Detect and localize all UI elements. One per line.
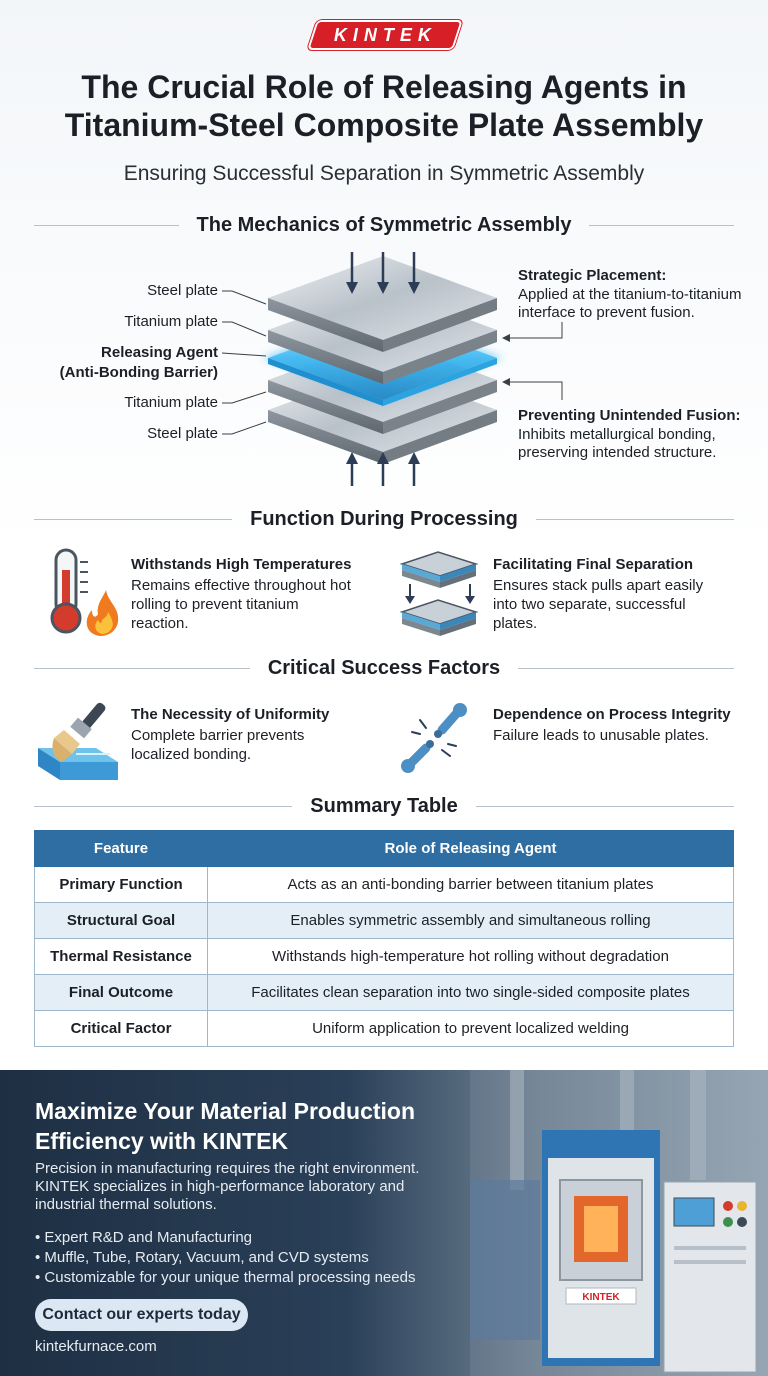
feature-uniformity: The Necessity of Uniformity Complete bar… <box>131 706 330 763</box>
summary-table: Feature Role of Releasing Agent Primary … <box>34 830 734 1047</box>
contact-experts-button[interactable]: Contact our experts today <box>35 1299 248 1331</box>
page-subtitle: Ensuring Successful Separation in Symmet… <box>123 162 645 185</box>
plate-stack-diagram: Steel plate Titanium plate Releasing Age… <box>0 240 768 500</box>
column-header-role: Role of Releasing Agent <box>207 830 734 867</box>
thermometer-flame-icon <box>48 548 122 643</box>
section-factors-heading: Critical Success Factors <box>34 656 734 680</box>
table-row: Final Outcome Facilitates clean separati… <box>34 974 734 1011</box>
website-link[interactable]: kintekfurnace.com <box>35 1338 157 1355</box>
label-releasing-agent: Releasing Agent <box>101 344 218 361</box>
label-steel-plate-top: Steel plate <box>147 282 218 299</box>
label-steel-plate-bottom: Steel plate <box>147 425 218 442</box>
footer-description: Precision in manufacturing requires the … <box>35 1160 420 1213</box>
list-item: Muffle, Tube, Rotary, Vacuum, and CVD sy… <box>35 1248 415 1268</box>
table-row: Primary Function Acts as an anti-bonding… <box>34 866 734 903</box>
table-row: Thermal Resistance Withstands high-tempe… <box>34 938 734 975</box>
section-summary-heading: Summary Table <box>34 794 734 818</box>
label-titanium-plate-top: Titanium plate <box>124 313 218 330</box>
feature-final-separation: Facilitating Final Separation Ensures st… <box>493 556 704 632</box>
list-item: Expert R&D and Manufacturing <box>35 1228 415 1248</box>
label-titanium-plate-bottom: Titanium plate <box>124 394 218 411</box>
footer-title: Maximize Your Material Production Effici… <box>35 1098 416 1154</box>
leader-lines <box>221 290 563 435</box>
callout-placement-title: Strategic Placement: <box>518 267 667 284</box>
page-title: The Crucial Role of Releasing Agents in … <box>64 69 704 143</box>
paintbrush-icon <box>36 696 126 785</box>
callout-fusion-title: Preventing Unintended Fusion: <box>518 407 741 424</box>
callout-placement-text: Applied at the titanium-to-titanium inte… <box>518 286 742 321</box>
callout-fusion-text: Inhibits metallurgical bonding, preservi… <box>518 426 717 461</box>
kintek-logo: KINTEK <box>309 22 461 48</box>
steel-plate-top <box>268 256 497 352</box>
pressure-arrows-top <box>346 252 420 294</box>
furnace-brand-plate: KINTEK <box>582 1292 620 1303</box>
label-anti-bonding-barrier: (Anti-Bonding Barrier) <box>59 364 218 381</box>
column-header-feature: Feature <box>34 830 208 867</box>
logo-text: KINTEK <box>333 24 437 45</box>
table-row: Structural Goal Enables symmetric assemb… <box>34 902 734 939</box>
furnace-illustration: KINTEK <box>470 1070 768 1376</box>
section-mechanics-heading: The Mechanics of Symmetric Assembly <box>34 213 735 237</box>
footer-feature-list: Expert R&D and Manufacturing Muffle, Tub… <box>35 1228 415 1288</box>
section-processing-heading: Function During Processing <box>34 507 735 531</box>
pressure-arrows-bottom <box>346 452 420 486</box>
footer-banner: KINTEK Maximize Your Material Production… <box>0 1070 768 1376</box>
broken-link-icon <box>398 700 470 781</box>
list-item: Customizable for your unique thermal pro… <box>35 1268 415 1288</box>
feature-high-temperature: Withstands High Temperatures Remains eff… <box>131 556 352 632</box>
plate-stack-illustration <box>221 252 563 486</box>
feature-process-integrity: Dependence on Process Integrity Failure … <box>493 706 731 744</box>
table-row: Critical Factor Uniform application to p… <box>34 1010 734 1047</box>
separating-plates-icon <box>398 550 480 641</box>
